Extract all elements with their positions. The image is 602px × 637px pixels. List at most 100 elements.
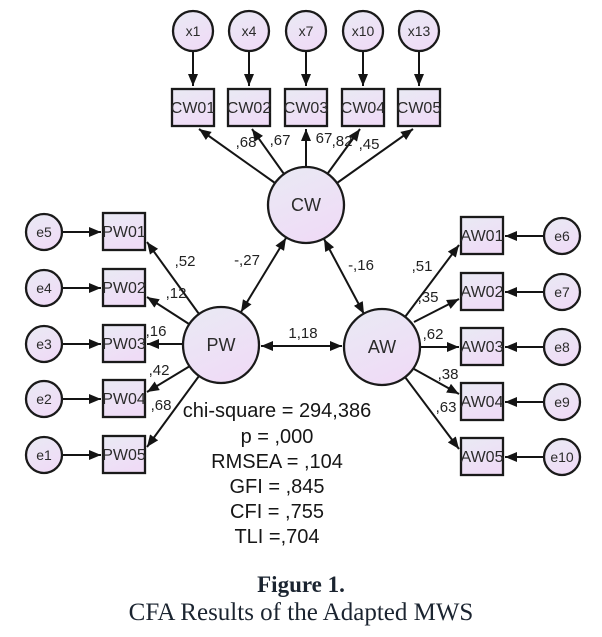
weight-aw-aw05: ,63 bbox=[436, 399, 457, 416]
loading-aw-aw04 bbox=[413, 368, 460, 395]
weight-pw-pw01: ,52 bbox=[175, 253, 196, 270]
error-label-x1: x1 bbox=[186, 23, 201, 39]
error-node-e8 bbox=[542, 327, 582, 367]
weight-aw-aw04: ,38 bbox=[438, 366, 459, 383]
loading-pw-pw05 bbox=[146, 375, 200, 448]
indicator-pw03 bbox=[101, 323, 147, 364]
cov-arrow-cw-aw bbox=[323, 238, 365, 315]
fit-rmsea: RMSEA = ,104 bbox=[211, 451, 343, 473]
indicator-label-cw03: CW03 bbox=[284, 100, 329, 117]
latent-cw bbox=[266, 165, 346, 245]
fit-gfi: GFI = ,845 bbox=[229, 476, 324, 498]
loading-cw-cw05 bbox=[336, 128, 414, 184]
error-label-x4: x4 bbox=[242, 23, 257, 39]
error-label-e8: e8 bbox=[554, 339, 570, 355]
fit-chi-square: chi-square = 294,386 bbox=[183, 400, 371, 422]
loading-pw-pw02 bbox=[146, 296, 190, 325]
indicator-label-pw03: PW03 bbox=[102, 336, 146, 353]
error-label-e3: e3 bbox=[36, 336, 52, 352]
indicator-label-pw01: PW01 bbox=[102, 224, 146, 241]
weight-cw-cw04: ,82 bbox=[332, 133, 353, 150]
fit-p-value: p = ,000 bbox=[241, 426, 314, 448]
indicator-aw05 bbox=[459, 436, 505, 477]
latent-label-aw: AW bbox=[368, 337, 396, 357]
loading-cw-cw02 bbox=[251, 128, 285, 175]
cov-arrow-cw-pw bbox=[240, 237, 287, 313]
error-node-e6 bbox=[542, 216, 582, 256]
indicator-label-cw05: CW05 bbox=[397, 100, 442, 117]
latent-label-cw: CW bbox=[291, 195, 321, 215]
error-label-e7: e7 bbox=[554, 284, 570, 300]
indicator-label-cw01: CW01 bbox=[171, 100, 216, 117]
indicator-aw01 bbox=[459, 215, 505, 256]
indicator-label-aw05: AW05 bbox=[461, 449, 504, 466]
indicator-cw04 bbox=[340, 87, 386, 128]
error-node-x7 bbox=[284, 9, 328, 53]
indicator-cw01 bbox=[170, 87, 216, 128]
weight-cw-cw05: ,45 bbox=[359, 136, 380, 153]
error-label-e2: e2 bbox=[36, 391, 52, 407]
indicator-label-pw05: PW05 bbox=[102, 447, 146, 464]
indicator-cw02 bbox=[226, 87, 272, 128]
indicator-cw03 bbox=[283, 87, 329, 128]
loading-pw-pw04 bbox=[146, 365, 191, 393]
indicator-label-aw01: AW01 bbox=[461, 228, 504, 245]
indicator-label-cw04: CW04 bbox=[341, 100, 386, 117]
indicator-pw01 bbox=[101, 211, 147, 252]
indicator-pw02 bbox=[101, 267, 147, 308]
error-label-x10: x10 bbox=[352, 23, 375, 39]
weight-pw-pw03: ,16 bbox=[146, 323, 167, 340]
error-node-x13 bbox=[397, 9, 441, 53]
error-label-e4: e4 bbox=[36, 280, 52, 296]
latent-pw bbox=[181, 305, 261, 385]
indicator-cw05 bbox=[396, 87, 442, 128]
fit-cfi: CFI = ,755 bbox=[230, 501, 324, 523]
weight-aw-aw01: ,51 bbox=[412, 258, 433, 275]
indicator-pw05 bbox=[101, 434, 147, 475]
indicator-label-pw04: PW04 bbox=[102, 391, 146, 408]
loading-pw-pw01 bbox=[146, 241, 200, 315]
indicator-label-aw03: AW03 bbox=[461, 339, 504, 356]
fit-tli: TLI =,704 bbox=[234, 526, 319, 548]
error-node-x10 bbox=[341, 9, 385, 53]
weight-aw-aw02: ,35 bbox=[418, 289, 439, 306]
error-label-x13: x13 bbox=[408, 23, 431, 39]
error-label-e6: e6 bbox=[554, 228, 570, 244]
error-node-e7 bbox=[542, 272, 582, 312]
error-node-e4 bbox=[24, 268, 64, 308]
indicator-pw04 bbox=[101, 378, 147, 419]
error-node-e2 bbox=[24, 379, 64, 419]
weight-cw-cw02: ,67 bbox=[270, 132, 291, 149]
error-label-e9: e9 bbox=[554, 394, 570, 410]
cov-label-cw-pw: -,27 bbox=[234, 252, 260, 269]
latent-label-pw: PW bbox=[207, 335, 236, 355]
loading-aw-aw05 bbox=[404, 376, 460, 450]
error-node-x4 bbox=[227, 9, 271, 53]
error-node-x1 bbox=[171, 9, 215, 53]
figure-caption-subtitle: CFA Results of the Adapted MWS bbox=[129, 599, 474, 626]
weight-cw-cw01: ,68 bbox=[236, 134, 257, 151]
weight-pw-pw04: ,42 bbox=[149, 362, 170, 379]
indicator-label-aw02: AW02 bbox=[461, 284, 504, 301]
cov-label-pw-aw: 1,18 bbox=[288, 325, 317, 342]
error-node-e1 bbox=[24, 435, 64, 475]
error-label-x7: x7 bbox=[299, 23, 314, 39]
weight-cw-cw03: 67 bbox=[316, 130, 333, 147]
weight-pw-pw05: ,68 bbox=[151, 397, 172, 414]
error-label-e1: e1 bbox=[36, 447, 52, 463]
loading-cw-cw04 bbox=[327, 128, 361, 174]
indicator-label-aw04: AW04 bbox=[461, 394, 504, 411]
weight-aw-aw03: ,62 bbox=[423, 326, 444, 343]
indicator-aw03 bbox=[459, 326, 505, 367]
error-label-e10: e10 bbox=[550, 449, 574, 465]
indicator-label-pw02: PW02 bbox=[102, 280, 146, 297]
error-node-e10 bbox=[542, 437, 582, 477]
error-node-e5 bbox=[24, 212, 64, 252]
indicator-aw02 bbox=[459, 271, 505, 312]
indicator-label-cw02: CW02 bbox=[227, 100, 272, 117]
loading-cw-cw01 bbox=[198, 128, 276, 184]
indicator-aw04 bbox=[459, 381, 505, 422]
error-node-e9 bbox=[542, 382, 582, 422]
error-label-e5: e5 bbox=[36, 224, 52, 240]
